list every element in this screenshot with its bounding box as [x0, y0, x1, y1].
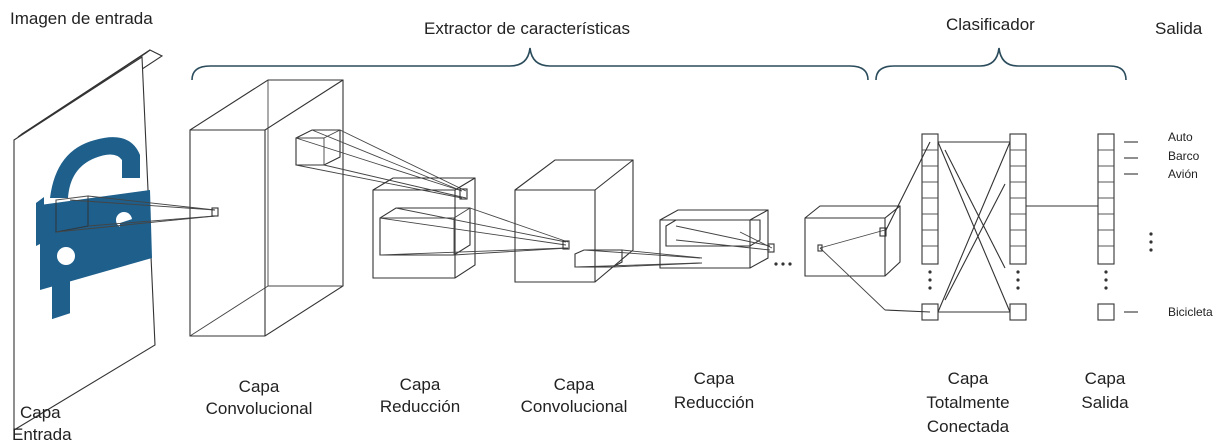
layers-ellipsis: [774, 262, 792, 266]
conv1-label-1: Capa: [238, 377, 280, 396]
classifier-heading: Clasificador: [946, 15, 1035, 34]
projection-lines-4: [574, 249, 703, 268]
conv1-label-2: Convolucional: [205, 399, 313, 418]
projection-lines-1: [55, 195, 219, 233]
output-heading: Salida: [1155, 19, 1203, 38]
fc-connections: [937, 141, 1098, 313]
input-image-heading: Imagen de entrada: [10, 9, 153, 28]
fc-column-2: [1009, 133, 1027, 321]
input-layer-label-1: Capa: [20, 403, 61, 422]
fc-label-1: Capa: [947, 369, 989, 388]
output-layer-label-2: Salida: [1081, 393, 1129, 412]
conv2-label-2: Convolucional: [520, 397, 628, 416]
output-layer-label-1: Capa: [1084, 369, 1126, 388]
projection-lines-2: [295, 129, 468, 200]
input-layer-label-2: Entrada: [12, 425, 72, 444]
last-feature-box: [804, 205, 901, 311]
brace-feature-extractor: [191, 47, 869, 81]
class-label-avion: Avión: [1168, 167, 1198, 181]
pool1-label-1: Capa: [399, 375, 441, 394]
pool1-label-2: Reducción: [379, 397, 461, 416]
fc-label-3: Conectada: [926, 417, 1010, 436]
fc-column-1: [884, 133, 939, 321]
brace-classifier: [875, 47, 1127, 81]
input-image-stack: [13, 49, 164, 431]
class-label-bicicleta: Bicicleta: [1168, 305, 1213, 319]
output-column: [1097, 133, 1153, 321]
pool2-label-1: Capa: [693, 369, 735, 388]
fc-label-2: Totalmente: [926, 393, 1010, 412]
class-label-auto: Auto: [1168, 130, 1193, 144]
feature-extractor-heading: Extractor de características: [424, 19, 630, 38]
pool-layer-2-box: [659, 209, 775, 269]
conv-layer-2-box: [514, 159, 634, 283]
class-label-barco: Barco: [1168, 149, 1200, 163]
projection-lines-3: [379, 207, 570, 256]
conv2-label-1: Capa: [553, 375, 595, 394]
car-icon: [36, 137, 152, 320]
pool2-label-2: Reducción: [673, 393, 755, 412]
